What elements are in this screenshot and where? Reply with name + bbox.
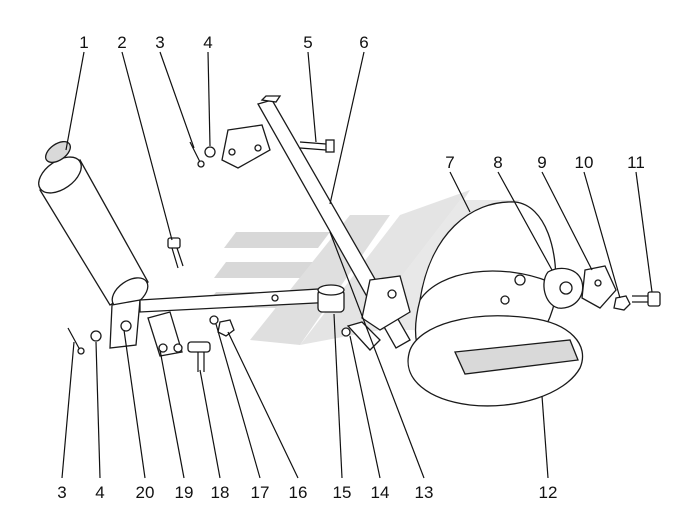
foot-plate bbox=[407, 315, 584, 407]
mount-bracket-top bbox=[221, 124, 271, 169]
callout-15: 15 bbox=[333, 483, 352, 502]
bolt-11 bbox=[632, 291, 661, 307]
bolt-5 bbox=[299, 139, 335, 153]
callout-13: 13 bbox=[415, 483, 434, 502]
callout-4a: 4 bbox=[203, 33, 212, 52]
cotter-pin-bottom bbox=[67, 327, 85, 355]
hydraulic-cylinder bbox=[38, 140, 149, 309]
callout-4b: 4 bbox=[95, 483, 104, 502]
callout-5: 5 bbox=[303, 33, 312, 52]
callout-11: 11 bbox=[627, 153, 645, 172]
callout-2: 2 bbox=[117, 33, 126, 52]
clevis-bracket bbox=[109, 299, 141, 349]
cotter-pin-top bbox=[189, 141, 205, 168]
callout-6: 6 bbox=[359, 33, 368, 52]
nut-washer bbox=[209, 315, 235, 337]
callout-18: 18 bbox=[211, 483, 230, 502]
bolt-top bbox=[167, 237, 184, 269]
pin bbox=[187, 341, 211, 372]
lever-plate bbox=[147, 311, 183, 357]
callout-3b: 3 bbox=[57, 483, 66, 502]
callout-17: 17 bbox=[251, 483, 270, 502]
callout-16: 16 bbox=[289, 483, 308, 502]
callout-1: 1 bbox=[79, 33, 88, 52]
leader-lines bbox=[61, 51, 653, 479]
callout-9: 9 bbox=[537, 153, 546, 172]
callout-14: 14 bbox=[371, 483, 390, 502]
callout-10: 10 bbox=[575, 153, 594, 172]
cover-plate bbox=[581, 265, 617, 309]
washer-top bbox=[204, 146, 216, 158]
gasket bbox=[543, 267, 584, 309]
bushing bbox=[317, 284, 345, 313]
callout-19: 19 bbox=[175, 483, 194, 502]
washer-bottom bbox=[90, 330, 102, 342]
callout-12: 12 bbox=[539, 483, 558, 502]
callout-20: 20 bbox=[136, 483, 155, 502]
callout-7: 7 bbox=[445, 153, 454, 172]
callout-3a: 3 bbox=[155, 33, 164, 52]
hex-nut bbox=[613, 295, 631, 311]
callout-8: 8 bbox=[493, 153, 502, 172]
